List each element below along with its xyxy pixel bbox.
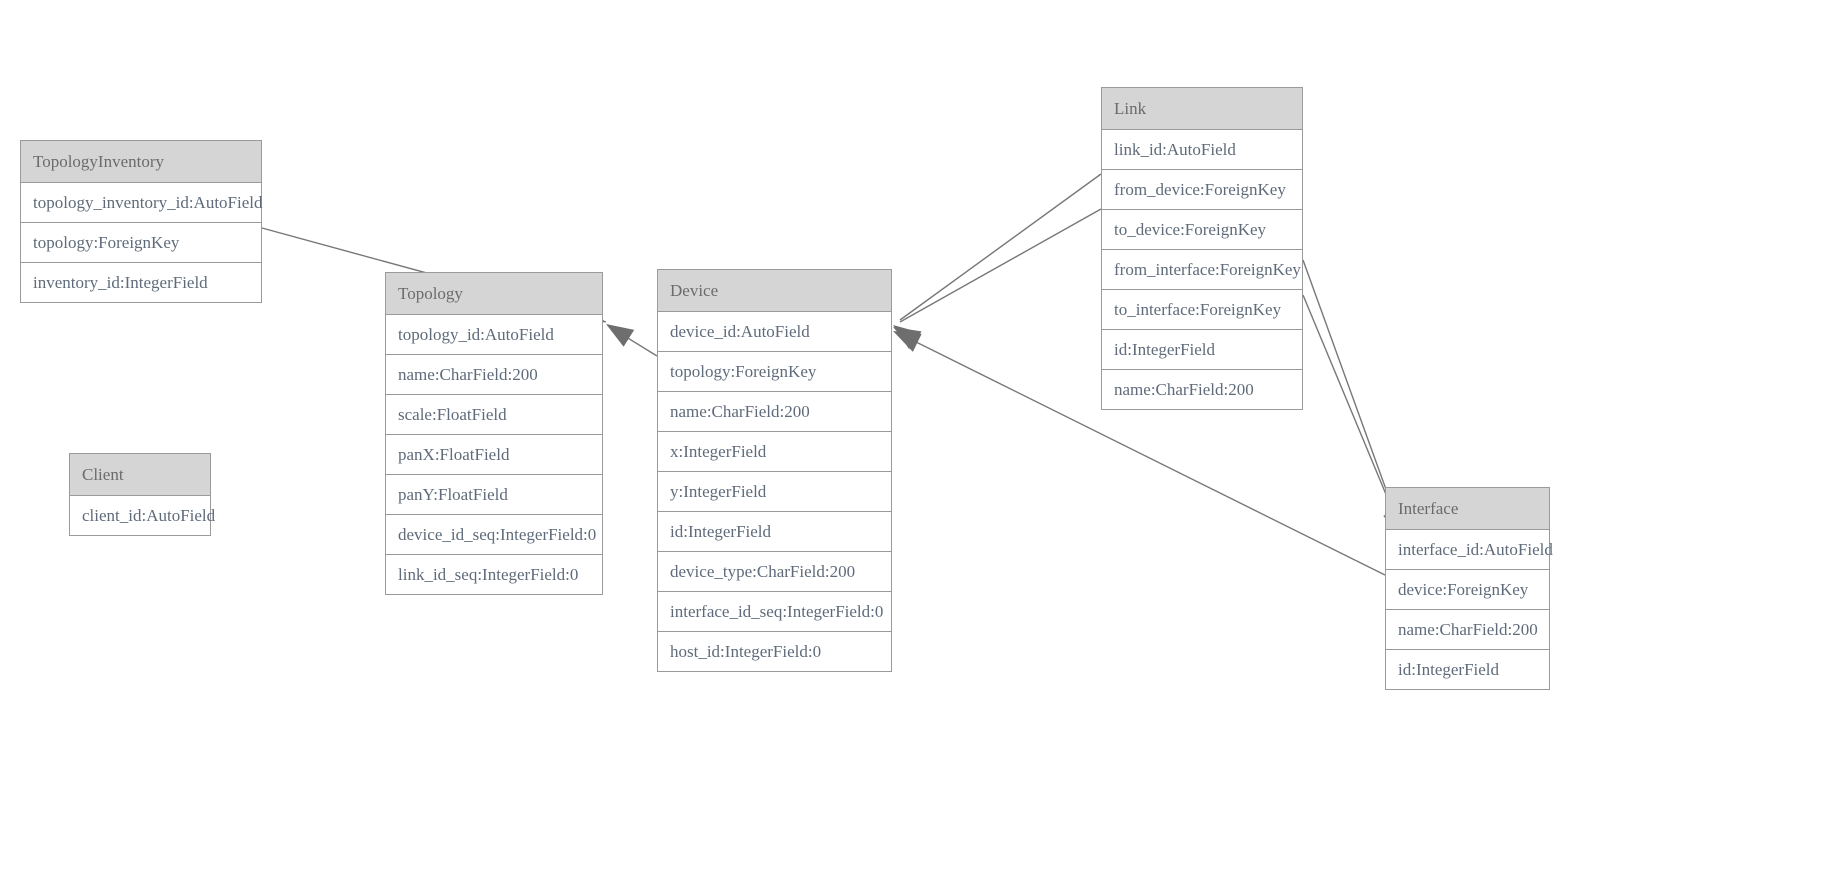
entity-title-interface: Interface (1386, 488, 1549, 530)
entity-title-device: Device (658, 270, 891, 312)
entity-field-row: topology_inventory_id:AutoField (21, 183, 263, 223)
entity-field-row: link_id_seq:IntegerField:0 (386, 555, 602, 594)
entity-field-row: device_id_seq:IntegerField:0 (386, 515, 602, 555)
relationship-arrowhead (893, 331, 922, 352)
entity-field-row: device_id:AutoField (658, 312, 891, 352)
entity-field-row: panX:FloatField (386, 435, 602, 475)
entity-field-row: id:IntegerField (1386, 650, 1549, 689)
entity-field-row: inventory_id:IntegerField (21, 263, 261, 302)
entity-field-row: id:IntegerField (1102, 330, 1302, 370)
relationship-rel-device-topology (606, 324, 658, 357)
entity-field-row: name:CharField:200 (1102, 370, 1302, 409)
entity-field-row: link_id:AutoField (1102, 130, 1302, 170)
relationship-rel-link-todevice (893, 208, 1102, 349)
relationship-line (609, 326, 658, 357)
relationship-line (899, 208, 1102, 323)
relationship-arrowhead (606, 324, 635, 347)
entity-field-row: name:CharField:200 (658, 392, 891, 432)
entity-field-row: from_interface:ForeignKey (1102, 250, 1302, 290)
entity-field-row: interface_id:AutoField (1386, 530, 1553, 570)
entity-title-topology-inventory: TopologyInventory (21, 141, 261, 183)
entity-field-row: name:CharField:200 (386, 355, 602, 395)
entity-field-row: id:IntegerField (658, 512, 891, 552)
entity-field-row: device_type:CharField:200 (658, 552, 891, 592)
relationship-arrowhead (893, 325, 921, 349)
entity-field-row: panY:FloatField (386, 475, 602, 515)
entity-field-row: x:IntegerField (658, 432, 891, 472)
entity-field-row: from_device:ForeignKey (1102, 170, 1302, 210)
entity-field-row: interface_id_seq:IntegerField:0 (658, 592, 891, 632)
entity-field-row: device:ForeignKey (1386, 570, 1549, 610)
relationship-arrowhead (893, 327, 922, 349)
entity-title-topology: Topology (386, 273, 602, 315)
entity-field-row: name:CharField:200 (1386, 610, 1549, 650)
entity-field-row: y:IntegerField (658, 472, 891, 512)
entity-field-row: to_interface:ForeignKey (1102, 290, 1302, 330)
entity-field-row: host_id:IntegerField:0 (658, 632, 891, 671)
entity-field-row: topology:ForeignKey (21, 223, 261, 263)
entity-field-row: topology_id:AutoField (386, 315, 602, 355)
entity-title-client: Client (70, 454, 210, 496)
entity-title-link: Link (1102, 88, 1302, 130)
entity-field-row: to_device:ForeignKey (1102, 210, 1302, 250)
relationship-rel-link-fromdevice (893, 173, 1102, 349)
entity-field-row: client_id:AutoField (70, 496, 215, 535)
entity-field-row: topology:ForeignKey (658, 352, 891, 392)
relationship-line (899, 173, 1102, 321)
entity-field-row: scale:FloatField (386, 395, 602, 435)
